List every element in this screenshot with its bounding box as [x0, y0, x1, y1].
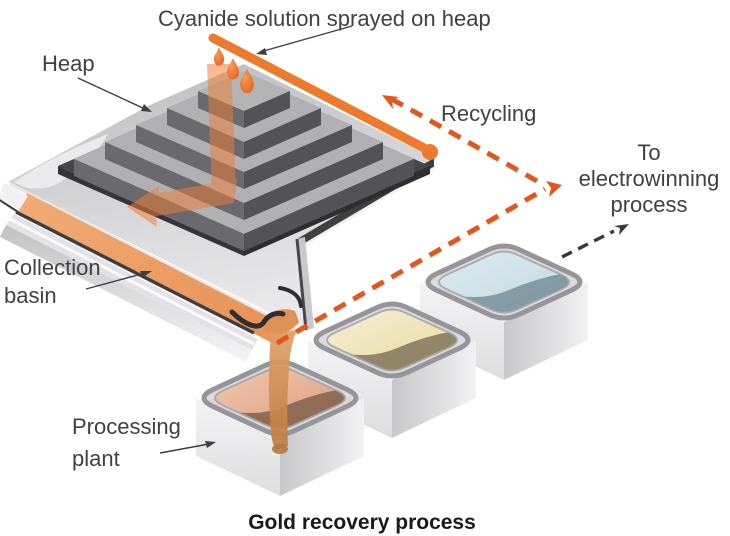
recycling-corner-arrowhead-icon: [546, 181, 562, 197]
collection-basin: [0, 182, 295, 362]
platform-slope-highlight: [14, 134, 108, 189]
basin-leader-arrowhead-icon: [140, 271, 152, 278]
svg-text:process: process: [610, 192, 687, 217]
cyanide-droplets: [213, 47, 254, 94]
label-heap: Heap: [42, 51, 95, 76]
svg-text:electrowinning: electrowinning: [579, 166, 720, 191]
plant-leader-arrowhead-icon: [205, 441, 216, 448]
label-to-electrowinning: To electrowinning process: [579, 140, 720, 217]
platform-right-end-wall: [297, 237, 314, 330]
basin-liquid: [17, 193, 290, 347]
svg-text:Processing: Processing: [72, 414, 181, 439]
label-processing-plant: Processing plant: [72, 414, 181, 471]
diagram-title: Gold recovery process: [248, 511, 476, 534]
electrowinning-dashed-arrow: [561, 224, 629, 259]
droplet-icon: [213, 47, 225, 66]
droplet-icon: [240, 68, 254, 94]
sprayer-rod: [208, 33, 433, 155]
droplet-icon: [227, 58, 239, 80]
tank-2: [308, 301, 476, 438]
svg-text:To: To: [637, 140, 660, 165]
pour-stream: [229, 286, 303, 454]
svg-text:basin: basin: [4, 283, 57, 308]
recycling-arrowhead-icon: [382, 95, 399, 109]
sprayer-end-dot: [422, 144, 438, 160]
label-collection-basin: Collection basin: [4, 255, 101, 308]
recycling-dashed-arrow: [275, 95, 562, 346]
svg-text:plant: plant: [72, 446, 120, 471]
electrowinning-arrowhead-icon: [614, 224, 629, 235]
heap: [58, 71, 430, 256]
label-cyanide-solution: Cyanide solution sprayed on heap: [158, 6, 491, 31]
label-recycling: Recycling: [441, 101, 536, 126]
cyanide-leader-arrowhead-icon: [256, 48, 267, 55]
leader-lines: [77, 25, 353, 454]
heap-leader-arrowhead-icon: [141, 104, 152, 112]
sprayer-bar: [208, 33, 438, 160]
percolation-arrow: [127, 64, 237, 227]
svg-text:Collection: Collection: [4, 255, 101, 280]
